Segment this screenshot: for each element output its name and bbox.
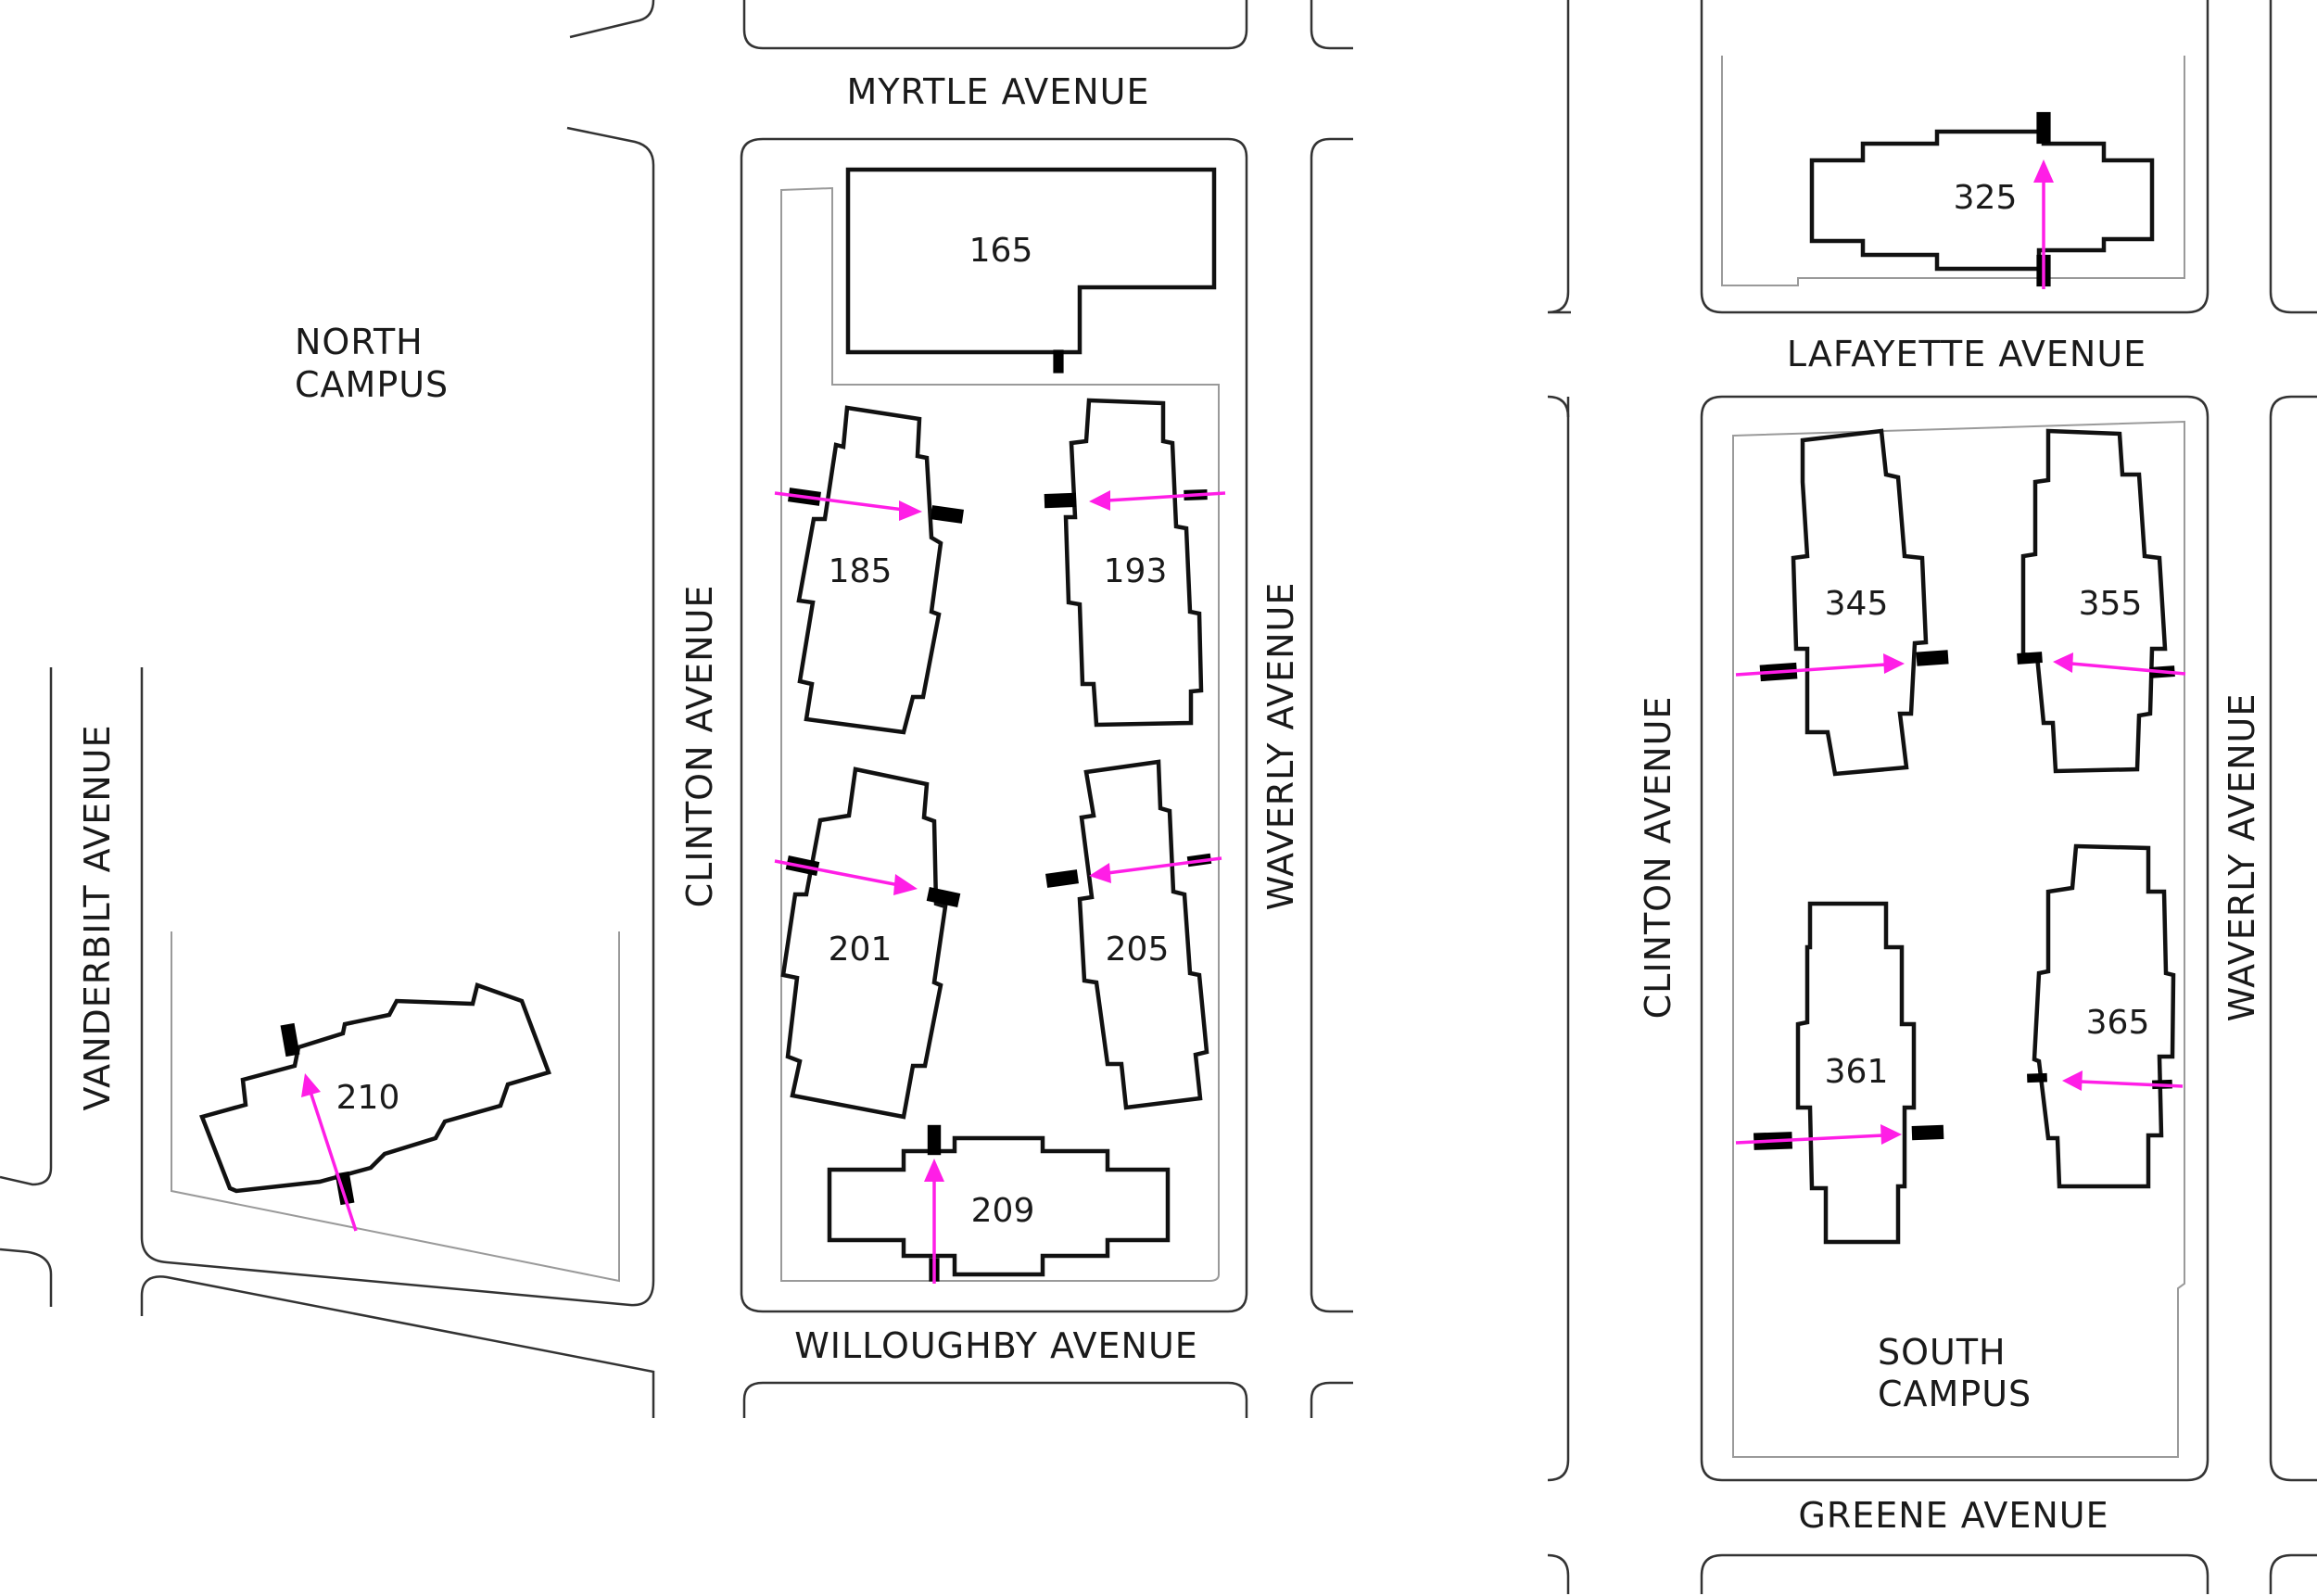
arrow-icon-193 (1089, 490, 1226, 511)
building-345[interactable] (1791, 428, 1929, 777)
north-campus-label-line1: NORTH (295, 322, 424, 362)
street-label-waverly-north: WAVERLY AVENUE (1260, 582, 1301, 911)
street-label-clinton-south: CLINTON AVENUE (1638, 696, 1678, 1020)
arrow-icon-185 (774, 491, 922, 521)
building-label-325: 325 (1954, 179, 2018, 217)
arrow-icon-365 (2062, 1070, 2184, 1091)
building-label-361: 361 (1825, 1053, 1889, 1091)
campus-labels: NORTH CAMPUS SOUTH CAMPUS (295, 322, 2032, 1414)
building-205[interactable] (1077, 759, 1209, 1110)
street-label-willoughby: WILLOUGHBY AVENUE (794, 1325, 1198, 1366)
building-label-355: 355 (2079, 585, 2143, 623)
building-365[interactable] (2032, 843, 2176, 1189)
entrance-165 (1053, 349, 1064, 374)
building-label-345: 345 (1825, 585, 1889, 623)
building-labels: 165 185 193 201 205 209 210 325 345 355 … (336, 179, 2150, 1230)
building-label-165: 165 (969, 232, 1033, 270)
arrow-icon-205 (1089, 856, 1222, 883)
north-campus-label-line2: CAMPUS (295, 364, 449, 405)
route-arrows (301, 159, 2186, 1284)
building-361[interactable] (1795, 901, 1917, 1245)
arrow-icon-325 (2033, 159, 2054, 289)
building-185[interactable] (796, 405, 943, 735)
arrow-icon-355 (2053, 652, 2186, 676)
arrow-icon-345 (1735, 653, 1905, 677)
street-labels: MYRTLE AVENUE WILLOUGHBY AVENUE LAFAYETT… (77, 71, 2262, 1536)
street-label-myrtle: MYRTLE AVENUE (847, 71, 1150, 112)
street-label-waverly-south: WAVERLY AVENUE (2222, 693, 2262, 1022)
south-campus-label-line1: SOUTH (1878, 1332, 2007, 1373)
street-label-clinton-north: CLINTON AVENUE (679, 585, 720, 908)
building-label-205: 205 (1106, 931, 1170, 969)
street-label-vanderbilt: VANDERBILT AVENUE (77, 725, 118, 1111)
building-193[interactable] (1063, 398, 1204, 728)
building-label-365: 365 (2086, 1004, 2150, 1042)
building-label-209: 209 (971, 1192, 1035, 1230)
arrow-icon-361 (1735, 1124, 1902, 1145)
south-campus-label-line2: CAMPUS (1878, 1374, 2032, 1414)
building-325[interactable] (1809, 129, 2155, 272)
street-label-lafayette: LAFAYETTE AVENUE (1787, 334, 2146, 374)
arrow-icon-201 (774, 859, 918, 895)
building-165[interactable] (845, 167, 1217, 374)
arrow-icon-210 (301, 1073, 358, 1232)
building-201[interactable] (780, 766, 948, 1120)
street-label-greene: GREENE AVENUE (1798, 1495, 2108, 1536)
building-355[interactable] (2020, 428, 2168, 774)
building-label-201: 201 (829, 931, 893, 969)
building-label-193: 193 (1104, 552, 1168, 590)
building-label-185: 185 (829, 552, 893, 590)
lot-lines (171, 56, 2185, 1458)
building-209[interactable] (827, 1135, 1171, 1277)
building-label-210: 210 (336, 1079, 400, 1117)
arrow-icon-209 (924, 1159, 944, 1284)
